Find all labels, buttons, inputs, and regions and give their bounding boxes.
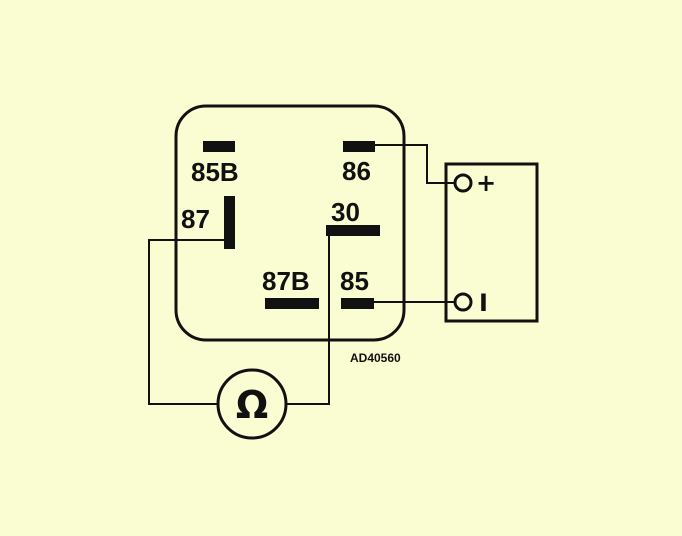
terminal-85b (203, 141, 235, 152)
terminal-30 (326, 225, 380, 236)
pin-label-86: 86 (342, 156, 371, 186)
terminal-87 (224, 196, 235, 249)
pin-label-30: 30 (331, 197, 360, 227)
ohmmeter (216, 368, 288, 440)
ohm-symbol: Ω (236, 383, 268, 427)
pin-label-87b: 87B (262, 266, 310, 296)
terminal-87b (265, 298, 319, 309)
terminal-85 (341, 298, 374, 309)
pin-label-85: 85 (340, 266, 369, 296)
figure-code: AD40560 (350, 351, 401, 365)
battery-negative-sign: I (479, 289, 488, 317)
wire-87-to-meter (148, 239, 224, 405)
pin-label-87: 87 (181, 204, 210, 234)
relay-housing (174, 104, 406, 342)
battery-box (444, 162, 539, 323)
battery-negative-terminal (453, 292, 473, 312)
wire-30-to-meter (286, 236, 330, 405)
battery-positive-sign: + (476, 169, 496, 197)
pin-label-85b: 85B (191, 157, 239, 187)
terminal-86 (343, 141, 375, 152)
battery-positive-terminal (453, 173, 473, 193)
wire-86-to-battery-positive (375, 144, 455, 184)
